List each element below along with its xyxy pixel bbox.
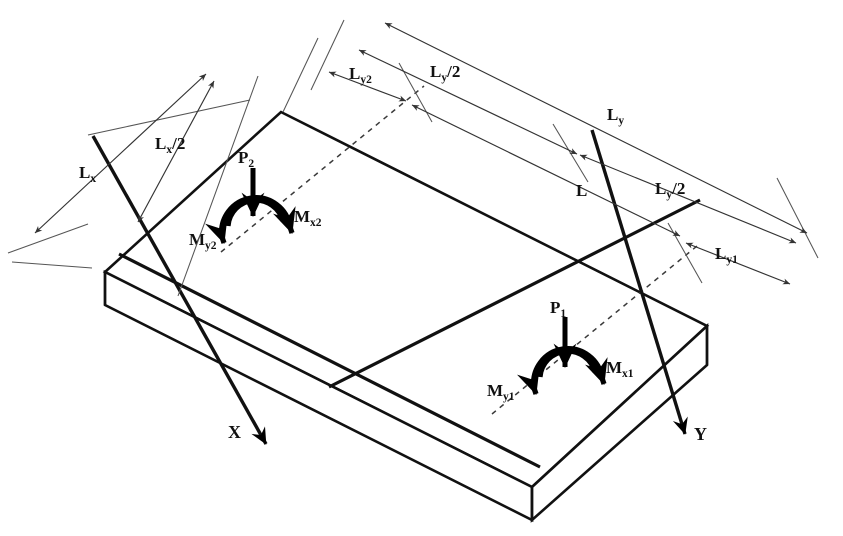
m1-arc-right-tail xyxy=(585,357,608,386)
mx1-label-y: My1 xyxy=(487,381,515,403)
ly-ext-left-lower xyxy=(282,37,319,113)
p1-label: P1 xyxy=(550,298,566,320)
x-axis-label: X xyxy=(228,422,241,442)
mx2-label: Mx2 xyxy=(294,207,322,229)
lx-ext-bottom2 xyxy=(11,261,93,269)
lx-total-label: Lx xyxy=(79,163,96,185)
ly-dimension-group: Ly2 Ly/2 Ly L Ly/2 Ly1 xyxy=(282,19,819,285)
ly1-label: Ly1 xyxy=(715,244,738,266)
ly-ext-left-upper xyxy=(310,19,345,91)
m2-arc-left-tail xyxy=(205,216,228,245)
lx-ext-top xyxy=(87,99,251,136)
m2-arc-right-tail xyxy=(273,206,296,235)
lx-ext-bottom xyxy=(7,223,89,254)
ly-half-mid-label: Ly/2 xyxy=(655,179,685,201)
ly-ext-right-end xyxy=(776,177,819,259)
ly2-label: Ly2 xyxy=(349,64,372,86)
lx-dimension-group: Lx/2 Lx xyxy=(7,73,259,297)
ly-total-label: Ly xyxy=(607,105,624,127)
mx1-label: Mx1 xyxy=(606,358,634,380)
l-span-dim-line xyxy=(411,104,681,237)
lx-total-dim-line xyxy=(34,73,207,234)
grid-line-upper-y xyxy=(118,252,541,469)
ly-ext-mid-lower xyxy=(552,123,589,183)
m1-arc-left-tail xyxy=(517,367,540,396)
lx-ext-mid xyxy=(177,75,259,297)
m1-moment-arc-inner xyxy=(537,348,598,378)
dashed-line-load-2 xyxy=(220,85,425,253)
my2-label: My2 xyxy=(189,230,217,252)
l-span-label: L xyxy=(576,181,587,200)
p2-label: P2 xyxy=(238,148,254,170)
ly1-dim-line xyxy=(685,242,791,285)
ly-half-top-label: Ly/2 xyxy=(430,62,460,84)
load-group-2: P2 Mx2 My2 xyxy=(189,148,322,252)
y-axis-label: Y xyxy=(694,424,707,444)
lx-half-label: Lx/2 xyxy=(155,134,185,156)
load-group-1: P1 Mx1 My1 xyxy=(487,298,634,403)
m2-moment-arc-inner xyxy=(225,197,286,227)
